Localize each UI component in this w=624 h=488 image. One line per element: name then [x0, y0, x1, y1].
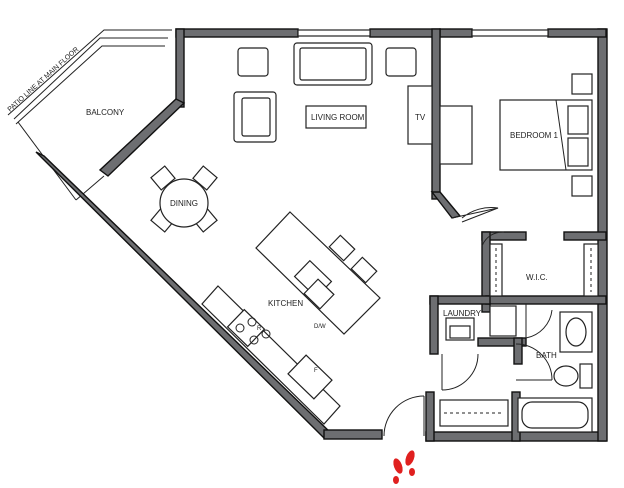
doors	[383, 207, 553, 437]
bathtub-basin	[521, 401, 589, 429]
bedroom-door-leaf	[461, 207, 499, 223]
wic-label: W.I.C.	[526, 273, 548, 282]
wall	[425, 391, 435, 442]
wall	[431, 28, 441, 200]
stool	[350, 256, 378, 284]
wall	[477, 337, 527, 347]
fridge	[287, 354, 333, 400]
wall	[430, 191, 462, 219]
bed-fold	[555, 99, 567, 171]
chair	[150, 165, 176, 191]
kitchen-label: KITCHEN	[268, 299, 303, 308]
linen-shelf	[489, 305, 517, 337]
bedroom-furniture	[439, 73, 593, 197]
tv-console	[407, 85, 433, 145]
range-label: R	[257, 326, 262, 332]
shelf	[583, 243, 599, 297]
laundry-fixtures	[445, 305, 517, 341]
armchair-seat	[241, 97, 271, 137]
wall	[547, 28, 607, 38]
nightstand	[571, 73, 593, 95]
burner	[261, 329, 271, 339]
range	[226, 308, 266, 348]
footprints-icon	[393, 450, 415, 484]
wall	[429, 295, 439, 355]
sofa-seat	[299, 47, 367, 81]
sink	[565, 317, 587, 347]
side-table	[385, 47, 417, 77]
dresser	[439, 105, 473, 165]
bath-fixtures	[439, 311, 593, 433]
balcony-rail-outer	[13, 37, 168, 120]
dining-table	[159, 178, 209, 228]
pillow	[567, 137, 589, 167]
wall	[175, 28, 299, 38]
balcony-label: BALCONY	[86, 108, 125, 117]
sink-basin	[303, 278, 335, 310]
wall	[439, 28, 473, 38]
toilet-tank	[579, 363, 593, 389]
burner	[249, 335, 259, 345]
window	[471, 29, 549, 37]
laundry-label: LAUNDRY	[443, 309, 482, 318]
stool	[328, 234, 356, 262]
living-room-label: LIVING ROOM	[311, 113, 365, 122]
wic-door	[481, 231, 505, 247]
kitchen	[201, 211, 381, 425]
dishwasher-label: D/W	[314, 324, 326, 330]
wall	[429, 295, 491, 305]
wall	[98, 98, 186, 177]
wall	[323, 429, 383, 440]
balcony-rail-inner	[15, 45, 165, 125]
chair	[192, 165, 218, 191]
wic-shelves	[489, 243, 599, 297]
living-furniture	[233, 42, 433, 145]
bath-label: BATH	[536, 351, 557, 360]
burner	[235, 323, 245, 333]
wall	[563, 231, 607, 241]
bath-door	[515, 343, 553, 381]
patio-line	[7, 29, 172, 116]
interior-walls	[425, 28, 607, 442]
toilet-bowl	[553, 365, 579, 387]
washer-lid	[449, 325, 471, 339]
entry-door[interactable]	[383, 395, 425, 437]
shelf	[489, 243, 503, 297]
coffee-table	[305, 105, 367, 129]
side-table	[237, 47, 269, 77]
tv-label: TV	[415, 113, 426, 122]
fridge-label: F	[314, 368, 318, 374]
dining-label: DINING	[170, 199, 198, 208]
wall	[175, 28, 185, 108]
dining-set	[150, 165, 218, 233]
burner	[247, 317, 257, 327]
pillow	[567, 105, 589, 135]
laundry-door	[441, 353, 479, 391]
wall	[485, 295, 607, 305]
nightstand	[571, 175, 593, 197]
patio-note: PATIO LINE AT MAIN FLOOR	[7, 46, 81, 113]
balcony	[7, 29, 172, 201]
bedroom-label: BEDROOM 1	[510, 131, 559, 140]
wall	[513, 337, 523, 365]
window	[297, 29, 371, 37]
wic-bath-door	[525, 309, 553, 339]
wall	[369, 28, 441, 38]
